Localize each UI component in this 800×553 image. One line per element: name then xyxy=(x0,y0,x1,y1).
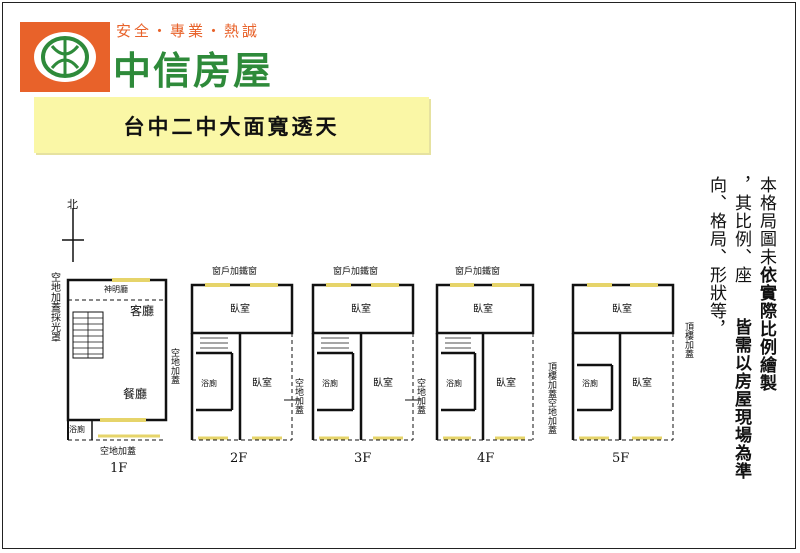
2f-bath-label: 浴廁 xyxy=(201,378,217,388)
3f-right-label: 空地加蓋 xyxy=(415,377,426,414)
logo-globe-icon xyxy=(34,32,96,82)
brand-name: 中信房屋 xyxy=(113,49,274,93)
2f-right-label: 空地加蓋 xyxy=(293,377,304,414)
5f-right-label: 頂樓加蓋 xyxy=(683,322,694,358)
1f-shrine-label: 神明廳 xyxy=(104,284,128,294)
disclaimer-col-2: ，其比例、座 xyxy=(731,176,751,284)
2f-floor-label: 2F xyxy=(230,451,247,466)
1f-bath-label: 浴廁 xyxy=(69,424,85,434)
floor-plan-4f xyxy=(435,283,535,441)
4f-left-label: 頂樓加蓋 xyxy=(546,362,557,398)
brand-tagline: 安全・專業・熱誠 xyxy=(116,22,261,40)
floor-plan-1f xyxy=(66,278,168,441)
4f-right-label: 空地加蓋 xyxy=(546,397,557,434)
4f-top-label: 窗戶加鐵窗 xyxy=(455,265,500,277)
floor-plan-5f xyxy=(571,283,675,441)
brand-logo xyxy=(20,22,110,92)
4f-bedroom-top-label: 臥室 xyxy=(473,302,493,315)
disclaimer-col-1: 本格局圖未依實際比例繪製 xyxy=(753,176,778,392)
5f-bedroom-top-label: 臥室 xyxy=(612,302,632,315)
4f-bedroom-label: 臥室 xyxy=(496,376,516,389)
3f-bedroom-label: 臥室 xyxy=(373,376,393,389)
1f-right-label: 空地加蓋 xyxy=(169,347,180,384)
5f-floor-label: 5F xyxy=(612,451,629,466)
page-title: 台中二中大面寬透天 xyxy=(123,115,340,139)
disclaimer-text: 本格局圖未 xyxy=(756,176,776,266)
3f-bath-label: 浴廁 xyxy=(322,378,338,388)
1f-floor-label: 1F xyxy=(110,461,127,476)
floor-plan-2f xyxy=(190,283,300,441)
3f-bedroom-top-label: 臥室 xyxy=(351,302,371,315)
1f-living-label: 客廳 xyxy=(130,303,154,318)
1f-bottom-label: 空地加蓋 xyxy=(100,445,136,457)
floor-plan-3f xyxy=(311,283,421,441)
2f-top-label: 窗戶加鐵窗 xyxy=(212,265,257,277)
disclaimer-col-4: 皆需以房屋現場為準 xyxy=(731,318,751,480)
compass-north-label: 北 xyxy=(67,198,78,211)
2f-bedroom-top-label: 臥室 xyxy=(230,302,250,315)
3f-floor-label: 3F xyxy=(354,451,371,466)
disclaimer-emphasis: 依實際比例繪製 xyxy=(756,266,776,392)
5f-bath-label: 浴廁 xyxy=(582,378,598,388)
1f-dining-label: 餐廳 xyxy=(123,386,147,401)
2f-bedroom-label: 臥室 xyxy=(252,376,272,389)
disclaimer-col-3: 向、格局、形狀等， xyxy=(706,176,726,338)
1f-left-label: 空地加蓋採光罩 xyxy=(49,271,61,342)
4f-floor-label: 4F xyxy=(477,451,494,466)
title-banner: 台中二中大面寬透天 xyxy=(34,97,429,153)
5f-bedroom-label: 臥室 xyxy=(632,376,652,389)
3f-top-label: 窗戶加鐵窗 xyxy=(333,265,378,277)
4f-bath-label: 浴廁 xyxy=(446,378,462,388)
